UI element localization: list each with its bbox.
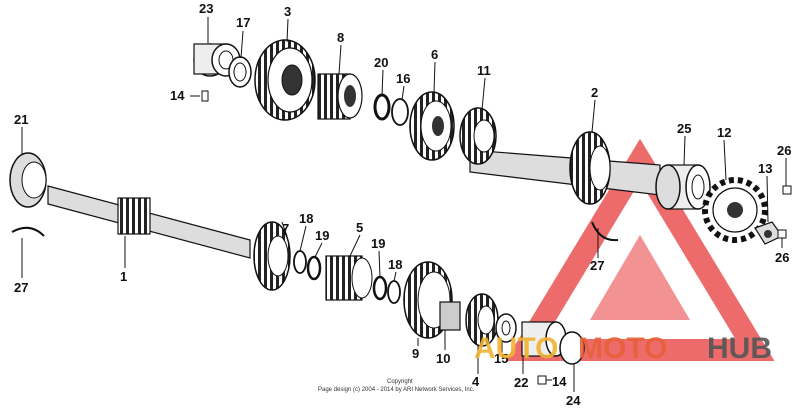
watermark-inner-triangle bbox=[590, 235, 690, 320]
part-3-gear bbox=[254, 39, 316, 121]
part-17-thrust-washer bbox=[228, 56, 252, 88]
callout-23: 23 bbox=[199, 1, 213, 16]
part-10-bushing bbox=[439, 301, 461, 331]
callout-14-upper: 14 bbox=[170, 88, 185, 103]
part-1-mainshaft-gear bbox=[117, 197, 151, 235]
callout-25: 25 bbox=[677, 121, 691, 136]
part-14-bolt-upper bbox=[201, 90, 209, 102]
callout-24: 24 bbox=[566, 393, 581, 408]
part-15-thrust-washer bbox=[495, 313, 517, 343]
part-8-gear bbox=[317, 73, 363, 120]
mainshaft-assembly bbox=[9, 152, 585, 365]
callout-16: 16 bbox=[396, 71, 410, 86]
callout-19-left: 19 bbox=[315, 228, 329, 243]
part-21-oil-seal bbox=[9, 152, 47, 208]
part-12-drive-sprocket bbox=[702, 177, 768, 243]
callout-20: 20 bbox=[374, 55, 388, 70]
callout-17: 17 bbox=[236, 15, 250, 30]
copyright-line-1: Copyright bbox=[387, 379, 413, 385]
callout-15: 15 bbox=[494, 351, 508, 366]
watermark-triangle bbox=[505, 138, 775, 361]
copyright-notice: Copyright Page design (c) 2004 - 2014 by… bbox=[318, 379, 475, 393]
callout-10: 10 bbox=[436, 351, 450, 366]
watermark-hub: HUB bbox=[707, 332, 772, 365]
callout-19-right: 19 bbox=[371, 236, 385, 251]
callout-27-left: 27 bbox=[14, 280, 28, 295]
part-2-countershaft-gear bbox=[569, 131, 611, 205]
callout-labels: 23 17 3 8 20 16 6 11 2 25 12 13 26 26 14… bbox=[14, 1, 791, 408]
part-26-bolt-lower bbox=[777, 229, 787, 239]
watermark-text: AUTO MOTO HUB bbox=[474, 332, 772, 365]
part-18-washer-left bbox=[293, 250, 307, 274]
part-19-circlip-right bbox=[372, 275, 388, 301]
callout-18-right: 18 bbox=[388, 257, 402, 272]
part-25-bearing bbox=[655, 164, 711, 210]
part-27-circlip-left bbox=[11, 226, 45, 237]
callout-21: 21 bbox=[14, 112, 28, 127]
copyright-line-2: Page design (c) 2004 - 2014 by ARI Netwo… bbox=[318, 387, 475, 393]
callout-5: 5 bbox=[356, 220, 363, 235]
callout-2: 2 bbox=[591, 85, 598, 100]
callout-9: 9 bbox=[412, 346, 419, 361]
watermark-logo bbox=[505, 138, 775, 361]
callout-6: 6 bbox=[431, 47, 438, 62]
callout-18-left: 18 bbox=[299, 211, 313, 226]
callout-26-lower: 26 bbox=[775, 250, 789, 265]
callout-8: 8 bbox=[337, 30, 344, 45]
part-26-bolt-upper bbox=[782, 185, 792, 195]
callout-3: 3 bbox=[284, 4, 291, 19]
part-16-splined-washer bbox=[391, 98, 409, 126]
watermark-moto: MOTO bbox=[578, 332, 667, 365]
leader-lines bbox=[21, 17, 787, 392]
countershaft-assembly bbox=[193, 39, 792, 245]
part-6-gear bbox=[409, 91, 455, 161]
part-27-circlip-right bbox=[591, 221, 619, 242]
part-19-circlip-left bbox=[306, 255, 322, 281]
callout-4: 4 bbox=[472, 374, 480, 389]
part-24-thrust-washer bbox=[559, 331, 585, 365]
part-7-gear bbox=[253, 221, 291, 291]
callout-11: 11 bbox=[477, 63, 491, 78]
callout-1: 1 bbox=[120, 269, 127, 284]
part-5-gear bbox=[325, 255, 373, 301]
callout-26-upper: 26 bbox=[777, 143, 791, 158]
callout-14-lower: 14 bbox=[552, 374, 567, 389]
part-14-bolt-lower bbox=[537, 375, 552, 385]
callout-13: 13 bbox=[758, 161, 772, 176]
callout-27-right: 27 bbox=[590, 258, 604, 273]
part-4-gear bbox=[465, 293, 499, 347]
part-18-washer-right bbox=[387, 280, 401, 304]
part-20-circlip bbox=[373, 93, 391, 121]
watermark-auto: AUTO bbox=[474, 332, 558, 365]
callout-12: 12 bbox=[717, 125, 731, 140]
callout-22: 22 bbox=[514, 375, 528, 390]
callout-7: 7 bbox=[282, 221, 289, 236]
part-11-gear bbox=[459, 107, 497, 165]
